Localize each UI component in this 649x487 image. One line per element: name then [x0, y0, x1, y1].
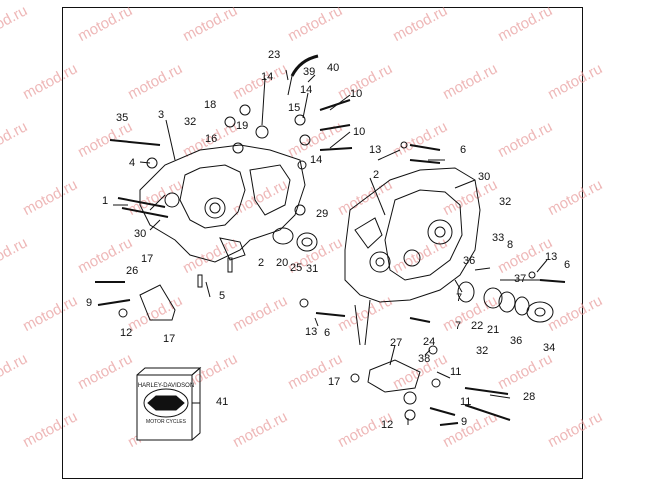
callout-15: 15 — [288, 102, 300, 114]
callout-18: 18 — [204, 99, 216, 111]
callout-17: 17 — [328, 376, 340, 388]
emblem-line: MOTOR CYCLES — [146, 419, 187, 425]
callout-9: 9 — [86, 297, 92, 309]
callout-4: 4 — [129, 157, 135, 169]
callout-20: 20 — [276, 257, 288, 269]
callout-28: 28 — [523, 391, 535, 403]
callout-33: 33 — [492, 232, 504, 244]
callout-14: 14 — [310, 154, 322, 166]
callout-6: 6 — [324, 327, 330, 339]
callout-19: 19 — [236, 120, 248, 132]
callout-38: 38 — [418, 353, 430, 365]
callout-1: 1 — [102, 195, 108, 207]
callout-13: 13 — [369, 144, 381, 156]
right-crankcase-half — [344, 167, 481, 303]
callout-36: 36 — [510, 335, 522, 347]
callout-6: 6 — [460, 144, 466, 156]
callout-30: 30 — [134, 228, 146, 240]
oil-line — [290, 54, 319, 77]
callout-11: 11 — [450, 366, 461, 378]
manual-emblem-text: HARLEY-DAVIDSON MOTOR CYCLES — [138, 383, 194, 425]
callout-25: 25 — [290, 262, 302, 274]
callout-2: 2 — [373, 169, 379, 181]
callout-numbers: 1223456667789910101111121213131314141415… — [86, 49, 570, 431]
callout-22: 22 — [471, 320, 483, 332]
left-mount-bracket — [139, 284, 176, 321]
callout-16: 16 — [205, 133, 217, 145]
crankcase-drawing — [95, 54, 566, 441]
callout-24: 24 — [423, 336, 435, 348]
callout-14: 14 — [300, 84, 312, 96]
callout-37: 37 — [514, 273, 526, 285]
callout-27: 27 — [390, 337, 402, 349]
callout-41: 41 — [216, 396, 228, 408]
callout-17: 17 — [141, 253, 153, 265]
callout-8: 8 — [507, 239, 513, 251]
callout-32: 32 — [184, 116, 196, 128]
callout-12: 12 — [381, 419, 393, 431]
callout-32: 32 — [499, 196, 511, 208]
right-mount-bracket — [367, 359, 421, 393]
callout-10: 10 — [353, 126, 365, 138]
callout-32: 32 — [476, 345, 488, 357]
callout-10: 10 — [350, 88, 362, 100]
callout-29: 29 — [316, 208, 328, 220]
callout-13: 13 — [545, 251, 557, 263]
service-manual-icon — [136, 366, 202, 441]
callout-7: 7 — [456, 292, 462, 304]
callout-3: 3 — [158, 109, 164, 121]
callout-7: 7 — [455, 320, 461, 332]
callout-13: 13 — [305, 326, 317, 338]
callout-2: 2 — [258, 257, 264, 269]
callout-35: 35 — [116, 112, 128, 124]
callout-39: 39 — [303, 66, 315, 78]
callout-12: 12 — [120, 327, 132, 339]
callout-17: 17 — [163, 333, 175, 345]
callout-5: 5 — [219, 290, 225, 302]
callout-14: 14 — [261, 71, 273, 83]
callout-36: 36 — [463, 255, 475, 267]
left-crankcase-half — [139, 144, 306, 263]
callout-26: 26 — [126, 265, 138, 277]
callout-23: 23 — [268, 49, 280, 61]
callout-34: 34 — [543, 342, 555, 354]
callout-40: 40 — [327, 62, 339, 74]
emblem-line: HARLEY-DAVIDSON — [138, 383, 194, 389]
callout-6: 6 — [564, 259, 570, 271]
callout-30: 30 — [478, 171, 490, 183]
callout-11: 11 — [460, 396, 471, 408]
callout-31: 31 — [306, 263, 318, 275]
callout-21: 21 — [487, 324, 499, 336]
callout-9: 9 — [461, 416, 467, 428]
